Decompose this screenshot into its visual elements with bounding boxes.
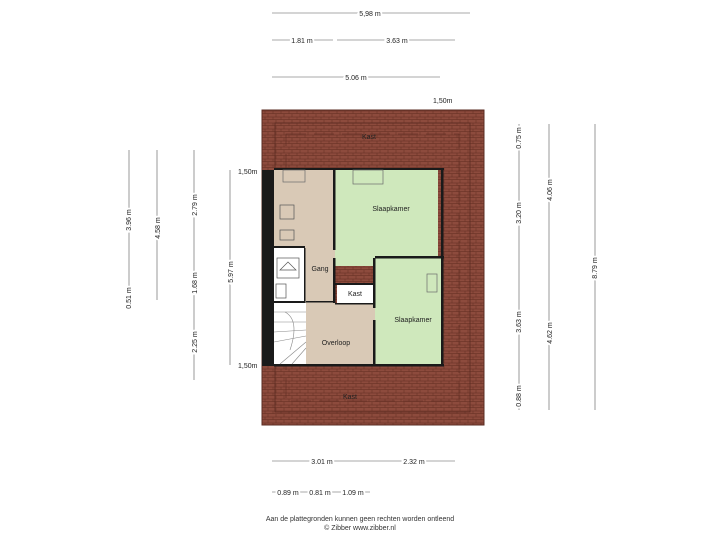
footer-disclaimer: Aan de plattegronden kunnen geen rechten… [265,516,455,523]
dim-right-inner-low: 3.63 m [516,311,523,333]
dim-top-left: 1.81 m [291,38,313,45]
dim-right-total: 8.79 m [592,257,599,279]
bathroom-fixtures [275,204,300,299]
label-slaapkamer-1: Slaapkamer [372,206,410,213]
dim-right-mid-top: 4.06 m [547,179,554,201]
label-kast-top: Kast [362,134,376,141]
room-slaapkamer-2 [375,258,443,364]
skylights [282,169,438,293]
label-slaapkamer-2: Slaapkamer [394,317,432,324]
label-gang: Gang [311,266,328,273]
dimension-lines [128,12,596,493]
dim-roof-height-left-top: 1,50m [238,169,258,176]
footer-copyright: © Zibber www.zibber.nl [324,525,396,532]
dim-right-inner-mid: 3.20 m [516,202,523,224]
room-slaapkamer-1 [335,170,438,266]
dim-top-right: 3.63 m [386,38,408,45]
dim-left-inner-mid: 1.68 m [192,272,199,294]
walls [262,168,444,367]
dim-top-total: 5,98 m [359,11,381,18]
dim-right-mid-bottom: 4.62 m [547,322,554,344]
dim-roof-height-left-bottom: 1,50m [238,363,258,370]
dim-bottom-small-2: 0.81 m [309,490,331,497]
label-overloop: Overloop [322,340,351,347]
dim-top-inner: 5.06 m [345,75,367,82]
bathroom-niche [274,248,304,303]
dim-bottom-small-1: 0.89 m [277,490,299,497]
dim-left-outer-top: 3.96 m [126,209,133,231]
room-overloop [306,303,375,364]
stair-lines [273,311,307,365]
dim-bottom-left: 3.01 m [311,459,333,466]
dim-bottom-small-3: 1.09 m [342,490,364,497]
dim-left-total-inner: 5.97 m [228,261,235,283]
label-kast-mid: Kast [348,291,362,298]
room-kast-mid [337,285,373,303]
dim-right-inner-bottom: 0.88 m [516,385,523,407]
dim-right-inner-top: 0.75 m [516,127,523,149]
dim-left-outer-bottom: 0.51 m [126,287,133,309]
dim-left-inner-bottom: 2.25 m [192,331,199,353]
dim-left-inner-top: 2.79 m [192,194,199,216]
dim-bottom-right: 2.32 m [403,459,425,466]
dim-roof-height-top: 1,50m [433,98,453,105]
dim-left-mid: 4.58 m [155,217,162,239]
label-kast-bottom: Kast [343,394,357,401]
